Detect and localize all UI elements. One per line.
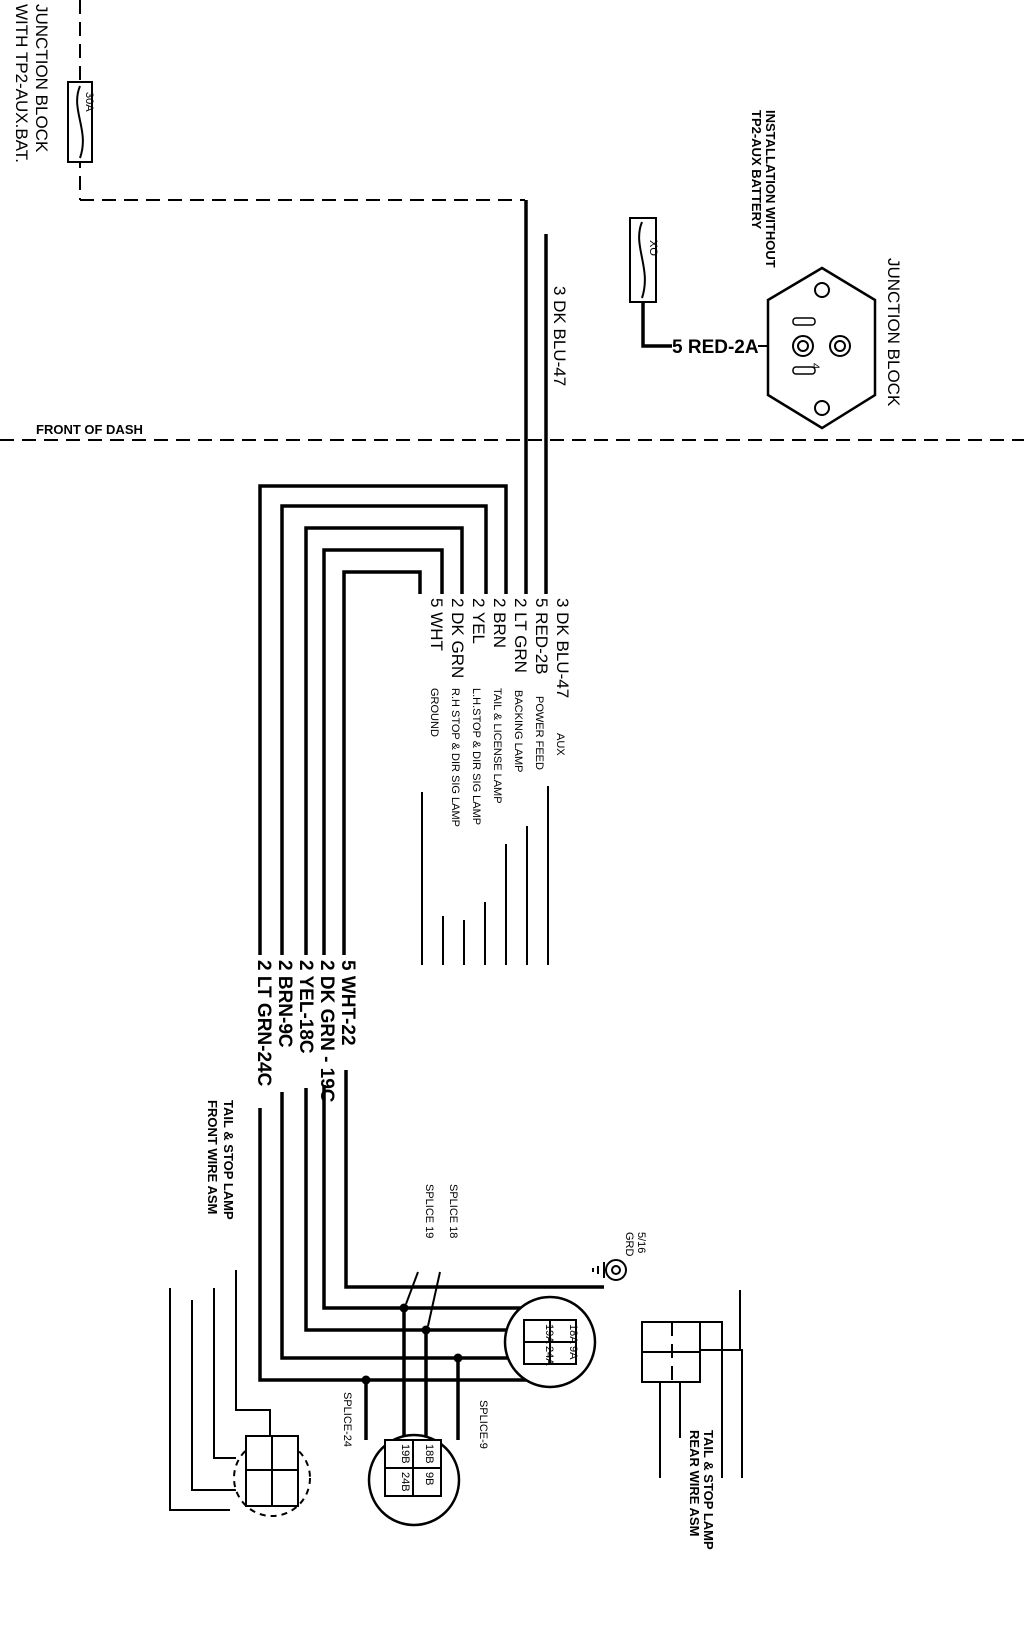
front-asm-label-2: FRONT WIRE ASM (205, 1100, 220, 1214)
fuse-link: XO (629, 217, 659, 303)
lower-wire-legend: 5 WHT-22 2 DK GRN - 19C 2 YEL-18C 2 BRN-… (253, 960, 358, 1103)
install-without-aux: INSTALLATION WITHOUT TP2-AUX BATTERY XO … (629, 110, 795, 358)
pin-label: 9A (567, 1346, 579, 1360)
pin-label: 24B (399, 1472, 411, 1492)
rear-asm-label-1: TAIL & STOP LAMP (701, 1430, 716, 1550)
circuit-legend: 3 DK BLU-47 AUX 5 RED-2B POWER FEED 2 LT… (427, 598, 572, 827)
circuit-wire: 5 RED-2B (532, 598, 551, 675)
aux-junction-block: 30A JUNCTION BLOCK WITH TP2-AUX.BAT. (12, 0, 525, 201)
red-2a-label: 5 RED-2A (672, 337, 759, 358)
lower-wire-label: 2 BRN-9C (274, 960, 295, 1048)
svg-text:XO: XO (647, 240, 659, 256)
circuit-row: 5 RED-2B POWER FEED (532, 598, 551, 770)
lower-wire-label: 5 WHT-22 (337, 960, 358, 1046)
pin-label: 18A (567, 1324, 579, 1344)
circuit-row: 5 WHT GROUND (427, 598, 446, 737)
lower-harness (258, 1070, 604, 1440)
circuit-function: GROUND (428, 688, 440, 737)
circuit-wire: 2 DK GRN (448, 598, 467, 678)
fuse-30a-label: 30A (83, 92, 95, 112)
connector-a: 19A 18A 24A 9A (503, 1295, 597, 1389)
pin-label: 24A (543, 1346, 555, 1366)
front-wire-asm: TAIL & STOP LAMP FRONT WIRE ASM (169, 1100, 311, 1517)
circuit-row: 2 BRN TAIL & LICENSE LAMP (490, 598, 509, 804)
front-asm-label-1: TAIL & STOP LAMP (221, 1100, 236, 1220)
front-of-dash: FRONT OF DASH (0, 422, 1024, 441)
lower-wire-label: 2 DK GRN - 19C (316, 960, 337, 1103)
circuit-row: 3 DK BLU-47 AUX (553, 598, 572, 756)
lower-wire-label: 2 YEL-18C (295, 960, 316, 1054)
fuse-30a: 30A (67, 81, 95, 163)
splice-18-label: SPLICE 18 (447, 1184, 459, 1238)
dkblu-47-label: 3 DK BLU-47 (550, 286, 569, 386)
trunk-wires: 3 DK BLU-47 (524, 200, 569, 594)
ground-size-label: 5/16 (635, 1232, 647, 1253)
splice-9-label: SPLICE-9 (477, 1400, 489, 1449)
ground-label: GRD (623, 1232, 635, 1257)
splice-24-label: SPLICE-24 (341, 1392, 353, 1447)
circuit-function: BACKING LAMP (512, 690, 524, 773)
circuit-function: AUX (554, 733, 566, 756)
circuit-row: 2 DK GRN R.H STOP & DIR SIG LAMP (448, 598, 467, 827)
lower-wire-label: 2 LT GRN-24C (253, 960, 274, 1087)
circuit-function: L.H.STOP & DIR SIG LAMP (470, 688, 482, 825)
legend-leaders (421, 786, 549, 965)
circuit-wire: 2 LT GRN (511, 598, 530, 673)
circuit-row: 2 YEL L.H.STOP & DIR SIG LAMP (469, 598, 488, 825)
ground: 5/16 GRD (592, 1232, 647, 1281)
junction-block-label: JUNCTION BLOCK (884, 258, 903, 407)
install-label-2: TP2-AUX BATTERY (749, 110, 764, 230)
junction-block-aux-sublabel: WITH TP2-AUX.BAT. (12, 4, 31, 163)
circuit-function: R.H STOP & DIR SIG LAMP (449, 688, 461, 827)
circuit-row: 2 LT GRN BACKING LAMP (511, 598, 530, 773)
harness-routing (258, 484, 508, 955)
rear-asm-label-2: REAR WIRE ASM (687, 1430, 702, 1536)
circuit-function: POWER FEED (533, 696, 545, 770)
install-label-1: INSTALLATION WITHOUT (763, 110, 778, 268)
circuit-wire: 2 YEL (469, 598, 488, 644)
circuit-wire: 2 BRN (490, 598, 509, 648)
pin-label: 19A (543, 1324, 555, 1344)
rear-wire-asm: TAIL & STOP LAMP REAR WIRE ASM (641, 1290, 743, 1550)
circuit-wire: 5 WHT (427, 598, 446, 651)
junction-block: 4 JUNCTION BLOCK (766, 258, 903, 430)
pin-label: 18B (423, 1444, 435, 1464)
splice-19-label: SPLICE 19 (423, 1184, 435, 1238)
pin-label: 9B (423, 1472, 435, 1485)
pin-label: 19B (399, 1444, 411, 1464)
connector-b: 19B 18B 24B 9B (367, 1433, 461, 1527)
circuit-function: TAIL & LICENSE LAMP (491, 688, 503, 804)
junction-block-aux-label: JUNCTION BLOCK (32, 4, 51, 153)
terminal-4-label: 4 (809, 363, 821, 369)
front-of-dash-label: FRONT OF DASH (36, 422, 143, 437)
circuit-wire: 3 DK BLU-47 (553, 598, 572, 698)
